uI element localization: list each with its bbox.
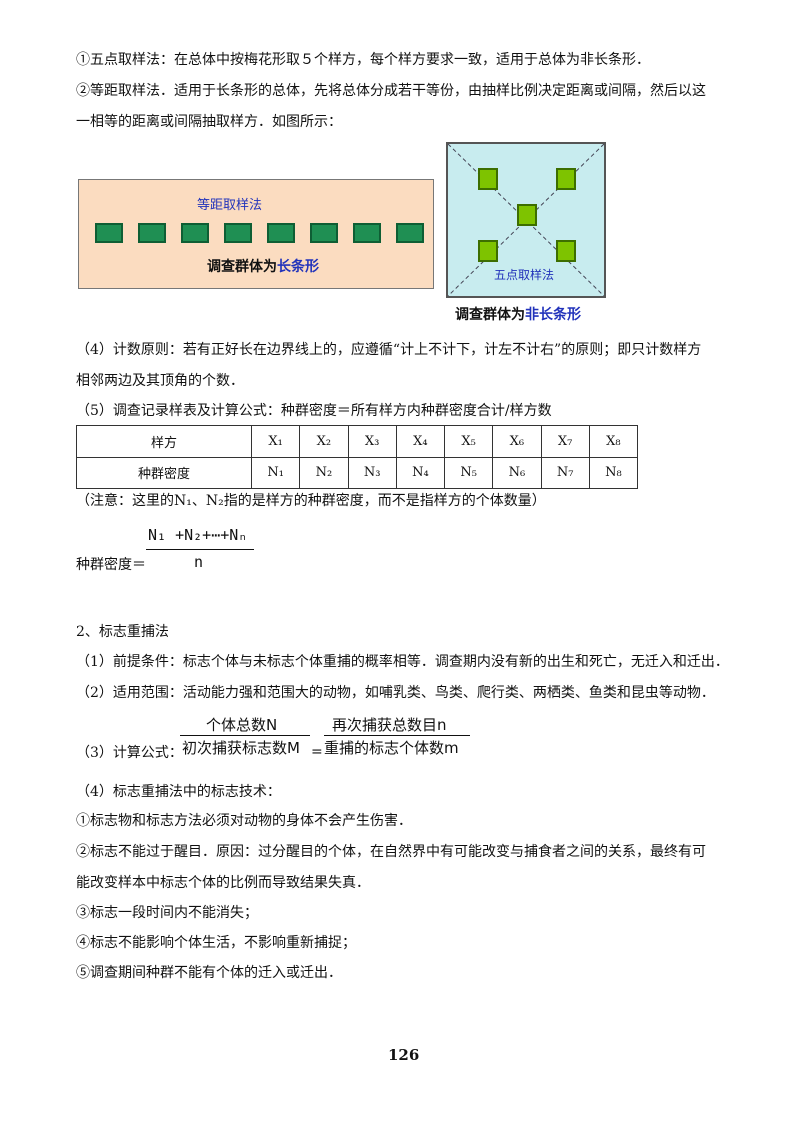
sample-square-center	[517, 204, 537, 226]
page-number: 126	[388, 1046, 420, 1064]
text-line-marking-tech: （4）标志重捕法中的标志技术：	[76, 784, 281, 800]
sample-square	[95, 223, 123, 243]
sample-square	[138, 223, 166, 243]
text-line-note: （注意：这里的N₁、N₂指的是样方的种群密度，而不是指样方的个体数量）	[76, 493, 546, 509]
strip-caption-highlight: 长条形	[277, 259, 319, 275]
table-cell: N₈	[588, 456, 639, 489]
text-line-five-point: ①五点取样法：在总体中按梅花形取５个样方，每个样方要求一致，适用于总体为非长条形…	[76, 52, 650, 68]
square-caption-highlight: 非长条形	[525, 307, 581, 323]
text-line-precondition: （1）前提条件：标志个体与未标志个体重捕的概率相等．调查期内没有新的出生和死亡，…	[76, 654, 729, 670]
text-line-tech-2-cont: 能改变样本中标志个体的比例而导致结果失真．	[76, 875, 370, 891]
right-denominator: 重捕的标志个体数m	[324, 739, 459, 757]
left-fraction-bar	[180, 735, 310, 736]
sample-square	[224, 223, 252, 243]
text-line-tech-3: ③标志一段时间内不能消失；	[76, 905, 258, 921]
table-cell: N₃	[347, 456, 397, 489]
text-line-equidistant: ②等距取样法．适用于长条形的总体，先将总体分成若干等份，由抽样比例决定距离或间隔…	[76, 83, 706, 99]
text-line-scope: （2）适用范围：活动能力强和范围大的动物，如哺乳类、鸟类、爬行类、两栖类、鱼类和…	[76, 685, 715, 701]
table-cell: N₅	[443, 456, 494, 489]
text-line-calc-formula: （3）计算公式：	[76, 745, 183, 761]
equidistant-label: 等距取样法	[197, 198, 263, 213]
strip-caption: 调查群体为长条形	[207, 256, 319, 276]
record-table: 样方 X₁ X₂ X₃ X₄ X₅ X₆ X₇ X₈ 种群密度 N₁ N₂ N₃…	[76, 425, 639, 489]
sample-square-bottom-left	[478, 240, 498, 262]
table-cell: N₆	[492, 456, 542, 489]
text-line-tech-2: ②标志不能过于醒目．原因：过分醒目的个体，在自然界中有可能改变与捕食者之间的关系…	[76, 844, 706, 860]
five-point-label: 五点取样法	[494, 268, 555, 282]
sample-square	[181, 223, 209, 243]
sample-square	[310, 223, 338, 243]
right-numerator: 再次捕获总数目n	[332, 716, 447, 734]
text-line-counting-principle-cont: 相邻两边及其顶角的个数．	[76, 373, 244, 389]
table-cell: X₁	[250, 425, 301, 458]
equals-sign: =	[311, 744, 323, 760]
table-cell: X₆	[492, 425, 542, 458]
text-line-equidistant-cont: 一相等的距离或间隔抽取样方．如图所示：	[76, 114, 342, 130]
table-cell: X₄	[395, 425, 446, 458]
sample-square-top-left	[478, 168, 498, 190]
fraction-bar	[146, 549, 254, 550]
table-cell: X₈	[588, 425, 639, 458]
equidistant-sampling-figure: 等距取样法 调查群体为长条形	[78, 179, 434, 289]
left-numerator: 个体总数N	[206, 716, 278, 734]
capture-recapture-formula: 个体总数N 初次捕获标志数M = 再次捕获总数目n 重捕的标志个体数m	[180, 714, 480, 764]
sample-square	[353, 223, 381, 243]
left-denominator: 初次捕获标志数M	[182, 739, 300, 757]
table-cell: X₅	[443, 425, 494, 458]
table-cell: N₇	[540, 456, 590, 489]
density-formula-label: 种群密度＝	[76, 557, 146, 573]
sample-square	[396, 223, 424, 243]
text-line-counting-principle: （4）计数原则：若有正好长在边界线上的，应遵循“计上不计下，计左不计右”的原则；…	[76, 342, 702, 358]
table-cell: X₇	[540, 425, 590, 458]
table-cell: X₂	[299, 425, 349, 458]
sample-square-bottom-right	[556, 240, 576, 262]
five-point-sampling-figure: 五点取样法	[446, 142, 606, 298]
density-denominator: n	[194, 553, 204, 571]
text-line-tech-1: ①标志物和标志方法必须对动物的身体不会产生伤害．	[76, 813, 412, 829]
table-row: 种群密度 N₁ N₂ N₃ N₄ N₅ N₆ N₇ N₈	[76, 456, 639, 489]
table-cell: N₄	[395, 456, 446, 489]
right-fraction-bar	[324, 735, 470, 736]
table-cell: 种群密度	[76, 456, 252, 489]
table-cell: N₁	[250, 456, 301, 489]
sample-square	[267, 223, 295, 243]
sample-square-top-right	[556, 168, 576, 190]
table-row: 样方 X₁ X₂ X₃ X₄ X₅ X₆ X₇ X₈	[76, 425, 639, 458]
text-line-tech-4: ④标志不能影响个体生活，不影响重新捕捉；	[76, 935, 356, 951]
table-cell: X₃	[347, 425, 397, 458]
section-2-title: 2、标志重捕法	[76, 624, 169, 640]
text-line-record-table: （5）调查记录样表及计算公式：种群密度＝所有样方内种群密度合计/样方数	[76, 403, 552, 419]
table-cell: 样方	[76, 425, 252, 458]
square-caption: 调查群体为非长条形	[455, 304, 581, 324]
square-caption-prefix: 调查群体为	[455, 307, 525, 323]
density-numerator: N₁ +N₂+⋯+Nₙ	[148, 526, 248, 544]
table-cell: N₂	[299, 456, 349, 489]
density-formula: N₁ +N₂+⋯+Nₙ n	[146, 526, 256, 576]
strip-caption-prefix: 调查群体为	[207, 259, 277, 275]
text-line-tech-5: ⑤调查期间种群不能有个体的迁入或迁出．	[76, 965, 342, 981]
